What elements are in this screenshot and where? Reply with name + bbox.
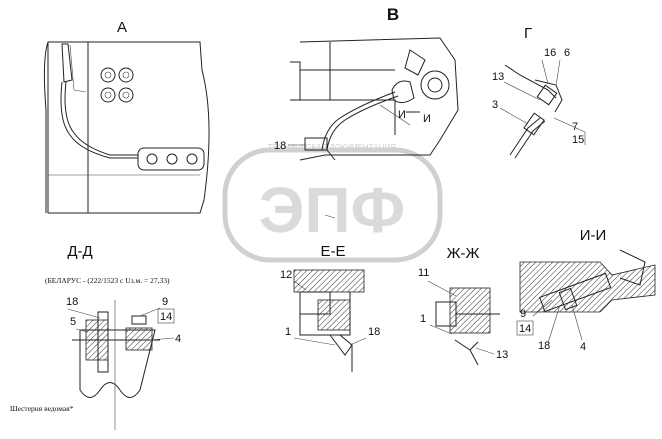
dd-note: (БЕЛАРУС - (222/1523 с Uз.м. = 27,33)	[45, 276, 170, 285]
section-mark-i2: И	[423, 113, 431, 125]
ee-callout-1: 1	[285, 326, 291, 338]
view-a: А	[43, 19, 210, 214]
ee-callout-18: 18	[368, 326, 380, 338]
view-ee: Е-Е 12 1 18	[280, 243, 380, 372]
watermark-text: ЭПФ	[259, 174, 405, 246]
b-callout-18: 18	[274, 140, 286, 152]
view-g-title: Г	[524, 25, 532, 42]
view-zhzh-title: Ж-Ж	[447, 245, 480, 262]
dd-callout-14: 14	[160, 311, 172, 323]
view-b-title: В	[387, 5, 399, 24]
ii-callout-4: 4	[580, 341, 586, 353]
view-g: Г 16 6 13 3 7 15	[492, 25, 586, 159]
ii-callout-18: 18	[538, 340, 550, 352]
watermark-logo: ЭПФ ТЕХНИЧЕСКАЯ ДОКУМЕНТАЦИЯ	[222, 143, 443, 263]
view-ii-title: И-И	[580, 227, 607, 244]
view-ee-title: Е-Е	[320, 243, 345, 260]
view-dd-title: Д-Д	[67, 243, 92, 260]
dd-callout-18: 18	[66, 296, 78, 308]
dd-callout-4: 4	[175, 333, 181, 345]
dd-callout-9: 9	[162, 296, 168, 308]
ii-callout-14: 14	[519, 323, 531, 335]
section-mark-i1: И	[398, 109, 406, 121]
g-callout-16: 16	[544, 47, 556, 59]
view-a-title: А	[117, 19, 127, 36]
g-callout-6: 6	[564, 47, 570, 59]
dd-callout-5: 5	[70, 316, 76, 328]
ii-callout-9: 9	[520, 308, 526, 320]
watermark-subtitle: ТЕХНИЧЕСКАЯ ДОКУМЕНТАЦИЯ	[268, 143, 396, 152]
view-dd: Д-Д (БЕЛАРУС - (222/1523 с Uз.м. = 27,33…	[10, 243, 181, 430]
g-callout-15: 15	[572, 134, 584, 146]
ee-callout-12: 12	[280, 269, 292, 281]
zh-callout-13: 13	[496, 349, 508, 361]
view-b: В И И 18	[274, 5, 459, 219]
zh-callout-1: 1	[420, 313, 426, 325]
view-ii: И-И 9 14 18 4	[516, 227, 656, 353]
zh-callout-11: 11	[418, 267, 429, 279]
view-zhzh: Ж-Ж 11 1 13	[418, 245, 508, 366]
g-callout-13: 13	[492, 71, 504, 83]
g-callout-3: 3	[492, 99, 498, 111]
dd-bottom-label: Шестерня ведомая*	[10, 404, 74, 413]
g-callout-7: 7	[572, 121, 578, 133]
